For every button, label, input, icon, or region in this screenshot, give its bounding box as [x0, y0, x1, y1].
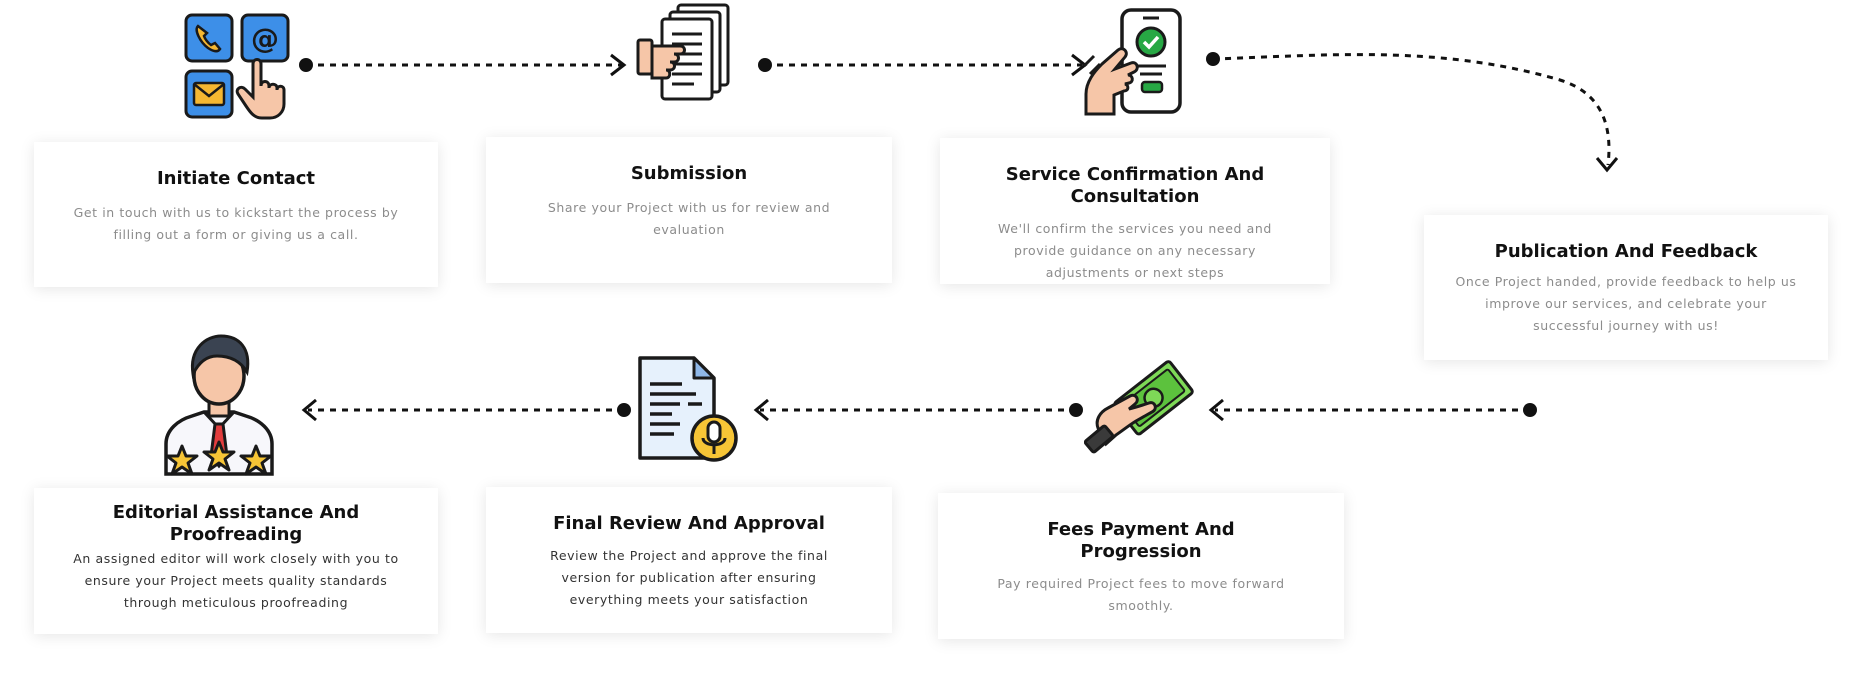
money-hand-icon	[1084, 360, 1194, 454]
editor-stars-icon	[164, 334, 274, 476]
step-card-fees-payment: Fees Payment And Progression Pay require…	[938, 493, 1344, 639]
contact-touch-icon: @	[184, 13, 290, 120]
arrowhead-1-2	[610, 53, 627, 77]
step-title: Initiate Contact	[156, 168, 316, 189]
step-description: Share your Project with us for review an…	[547, 200, 831, 237]
document-mic-icon	[638, 356, 738, 462]
phone-check-icon	[1082, 8, 1182, 116]
connector-dot	[299, 58, 313, 72]
step-card-editorial-assistance: Editorial Assistance And Proofreading An…	[34, 488, 438, 634]
step-card-publication-feedback: Publication And Feedback Once Project ha…	[1424, 215, 1828, 360]
connector-dot	[1206, 52, 1220, 66]
connector-dot	[1523, 403, 1537, 417]
step-title: Final Review And Approval	[553, 513, 825, 534]
connector-dot	[1069, 403, 1083, 417]
connector-dot	[617, 403, 631, 417]
step-card-submission: Submission Share your Project with us fo…	[486, 137, 892, 283]
arrowhead-6-7	[301, 398, 317, 422]
step-card-service-confirmation: Service Confirmation And Consultation We…	[940, 138, 1330, 284]
connector-dot	[758, 58, 772, 72]
arrowhead-4-5	[1208, 398, 1224, 422]
step-description: Get in touch with us to kickstart the pr…	[73, 205, 399, 242]
step-title: Service Confirmation And Consultation	[1005, 164, 1265, 207]
step-description: An assigned editor will work closely wit…	[73, 551, 399, 610]
step-title: Publication And Feedback	[1494, 241, 1758, 262]
arrowhead-3-4	[1595, 157, 1619, 173]
step-description: Pay required Project fees to move forwar…	[997, 576, 1285, 613]
documents-hand-icon	[636, 3, 730, 101]
step-card-initiate-contact: Initiate Contact Get in touch with us to…	[34, 142, 438, 287]
step-description: Review the Project and approve the final…	[550, 548, 828, 607]
step-title: Editorial Assistance And Proofreading	[112, 502, 360, 545]
svg-text:@: @	[251, 22, 279, 55]
arrowhead-5-6	[753, 398, 769, 422]
connector-3-4	[1212, 53, 1611, 166]
step-description: Once Project handed, provide feedback to…	[1455, 274, 1797, 333]
step-title: Fees Payment And Progression	[1047, 519, 1235, 562]
step-title: Submission	[630, 163, 748, 184]
step-card-final-review: Final Review And Approval Review the Pro…	[486, 487, 892, 633]
step-description: We'll confirm the services you need and …	[998, 221, 1272, 280]
